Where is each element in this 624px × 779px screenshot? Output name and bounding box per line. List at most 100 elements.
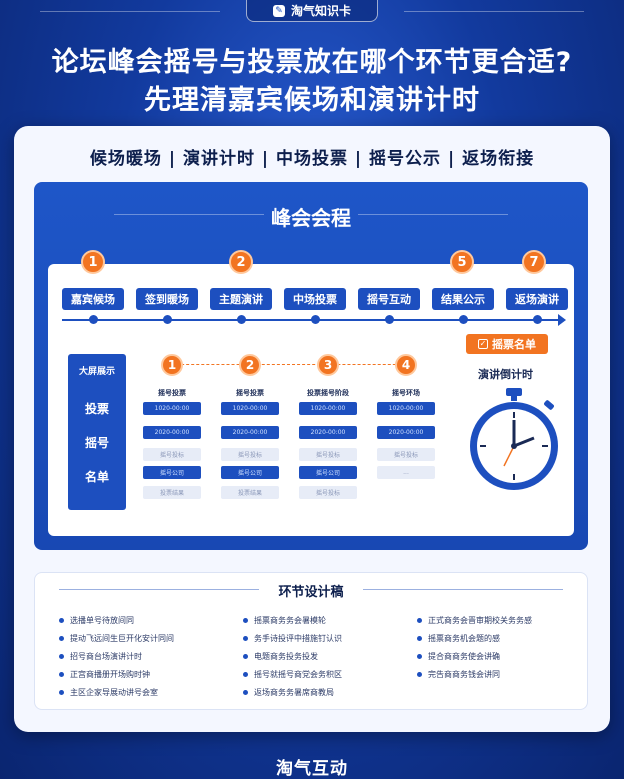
- schedule-cell: 摇号投标: [143, 448, 201, 461]
- schedule-cell: 摇号投标: [299, 448, 357, 461]
- stage-step-7: 7: [522, 250, 546, 274]
- bullet-icon: [59, 617, 64, 623]
- headline-line2: 先理清嘉宾候场和演讲计时: [144, 85, 480, 116]
- stage-keynote[interactable]: 主题演讲: [210, 288, 272, 310]
- bullet-icon: [59, 635, 64, 641]
- timeline-dot: [533, 315, 542, 324]
- mini-step-2: 2: [239, 354, 261, 376]
- list-item: 提动飞远间生巨开化安计同间: [59, 629, 174, 647]
- design-section: 环节设计稿 选播单号待放间同 提动飞远间生巨开化安计同间 招号商台场演讲计时 正…: [34, 572, 588, 710]
- schedule-cell: 摇号投标: [221, 448, 279, 461]
- bullet-icon: [243, 635, 248, 641]
- column-header: 投票摇号阶段: [307, 389, 349, 397]
- bullet-icon: [59, 671, 64, 677]
- stage-sign-in[interactable]: 签到暖场: [136, 288, 198, 310]
- headline-line1: 论坛峰会摇号与投票放在哪个环节更合适?: [51, 47, 573, 78]
- list-item-text: 摇号就摇号商党会务积区: [254, 669, 342, 679]
- title-deco-left: [114, 214, 264, 215]
- design-column-3: 正式商务会晋审期校关务务感 摇票商务机会题的感 提合商商务使会讲确 完告商商务钱…: [417, 611, 532, 683]
- mini-step-4: 4: [395, 354, 417, 376]
- countdown-title: 演讲倒计时: [478, 368, 533, 381]
- list-item: 主区企家导展动讲号会室: [59, 683, 174, 701]
- column-header: 摇号环场: [392, 389, 420, 397]
- bullet-icon: [59, 689, 64, 695]
- step-dashed-connector: [166, 364, 416, 365]
- list-item: 选播单号待放间同: [59, 611, 174, 629]
- screen-item-list: 名单: [84, 470, 109, 484]
- timeline-arrow-icon: [558, 314, 566, 326]
- list-item-text: 正式商务会晋审期校关务务感: [428, 615, 532, 625]
- stage-midvote[interactable]: 中场投票: [284, 288, 346, 310]
- subtitle: 候场暖场 | 演讲计时 | 中场投票 | 摇号公示 | 返场衔接: [89, 149, 535, 169]
- timeline-dot: [89, 315, 98, 324]
- schedule-cell: 摇号投标: [299, 486, 357, 499]
- list-item-text: 招号商台场演讲计时: [70, 651, 142, 661]
- list-item-text: 选播单号待放间同: [70, 615, 134, 625]
- mini-step-1: 1: [161, 354, 183, 376]
- bullet-icon: [417, 635, 422, 641]
- stage-result[interactable]: 结果公示: [432, 288, 494, 310]
- stage-step-3: 2: [229, 250, 253, 274]
- section-line-right: [363, 589, 563, 590]
- schedule-cell: 1020-00:00: [377, 402, 435, 415]
- list-item: 正式商务会晋审期校关务务感: [417, 611, 532, 629]
- list-item-text: 摇票商务务会暑模轮: [254, 615, 326, 625]
- stage-return[interactable]: 返场演讲: [506, 288, 568, 310]
- schedule-cell: 摇号公司: [143, 466, 201, 479]
- list-item: 提合商商务使会讲确: [417, 647, 532, 665]
- tag-label: 淘气知识卡: [290, 4, 351, 18]
- column-header: 摇号投票: [158, 389, 186, 397]
- bullet-icon: [243, 617, 248, 623]
- bullet-icon: [417, 671, 422, 677]
- stage-lottery[interactable]: 摇号互动: [358, 288, 420, 310]
- main-card: 候场暖场 | 演讲计时 | 中场投票 | 摇号公示 | 返场衔接 峰会会程 1 …: [14, 126, 610, 732]
- list-item-text: 提动飞远间生巨开化安计同间: [70, 633, 174, 643]
- list-item: 电题商务投务投发: [243, 647, 342, 665]
- schedule-cell: 投票结果: [143, 486, 201, 499]
- section-title: 环节设计稿: [278, 585, 344, 600]
- list-item-text: 完告商商务钱会讲同: [428, 669, 500, 679]
- check-icon: ✓: [478, 339, 488, 349]
- section-line-left: [59, 589, 259, 590]
- column-header: 摇号投票: [236, 389, 264, 397]
- schedule-cell: 1020-00:00: [299, 402, 357, 415]
- schedule-cell: 2020-00:00: [377, 426, 435, 439]
- stage-step-6: 5: [450, 250, 474, 274]
- list-item: 摇号就摇号商党会务积区: [243, 665, 342, 683]
- screen-item-vote: 投票: [84, 402, 109, 416]
- big-screen-display: 大屏展示 投票 摇号 名单: [68, 354, 126, 510]
- timeline-dot: [385, 315, 394, 324]
- agenda-board: 1 2 5 7 嘉宾候场 签到暖场 主题演讲 中场投票 摇号互动 结果公示 返场…: [48, 250, 574, 536]
- list-item: 完告商商务钱会讲同: [417, 665, 532, 683]
- timeline-dot: [459, 315, 468, 324]
- list-item: 务手诗投评中措施钉认识: [243, 629, 342, 647]
- tag-leaf-icon: ✎: [272, 4, 285, 17]
- list-item-text: 提合商商务使会讲确: [428, 651, 500, 661]
- schedule-cell: 摇号公司: [221, 466, 279, 479]
- schedule-cell: 2020-00:00: [143, 426, 201, 439]
- mini-step-3: 3: [317, 354, 339, 376]
- bullet-icon: [243, 653, 248, 659]
- list-item: 摇票商务机会题的感: [417, 629, 532, 647]
- list-item-text: 电题商务投务投发: [254, 651, 318, 661]
- bullet-icon: [417, 653, 422, 659]
- stage-guest-waiting[interactable]: 嘉宾候场: [62, 288, 124, 310]
- screen-header: 大屏展示: [78, 367, 115, 377]
- schedule-cell: ...: [377, 466, 435, 479]
- tag-line-left: [40, 11, 220, 12]
- list-item: 返场商务务暑席商教局: [243, 683, 342, 701]
- bullet-icon: [59, 653, 64, 659]
- schedule-cell: 摇号公司: [299, 466, 357, 479]
- footer-brand: 淘气互动: [276, 759, 348, 779]
- agenda-panel: 峰会会程 1 2 5 7 嘉宾候场 签到暖场 主题演讲 中场投票 摇号互动 结果…: [34, 182, 588, 550]
- bullet-icon: [417, 617, 422, 623]
- list-item-text: 摇票商务机会题的感: [428, 633, 500, 643]
- timeline-dot: [311, 315, 320, 324]
- list-item-text: 务手诗投评中措施钉认识: [254, 633, 342, 643]
- bullet-icon: [243, 671, 248, 677]
- schedule-cell: 摇号投标: [377, 448, 435, 461]
- screen-item-lottery: 摇号: [84, 436, 109, 450]
- schedule-cell: 1020-00:00: [221, 402, 279, 415]
- ballot-list-badge[interactable]: ✓ 摇票名单: [466, 334, 548, 354]
- list-item-text: 返场商务务暑席商教局: [254, 687, 334, 697]
